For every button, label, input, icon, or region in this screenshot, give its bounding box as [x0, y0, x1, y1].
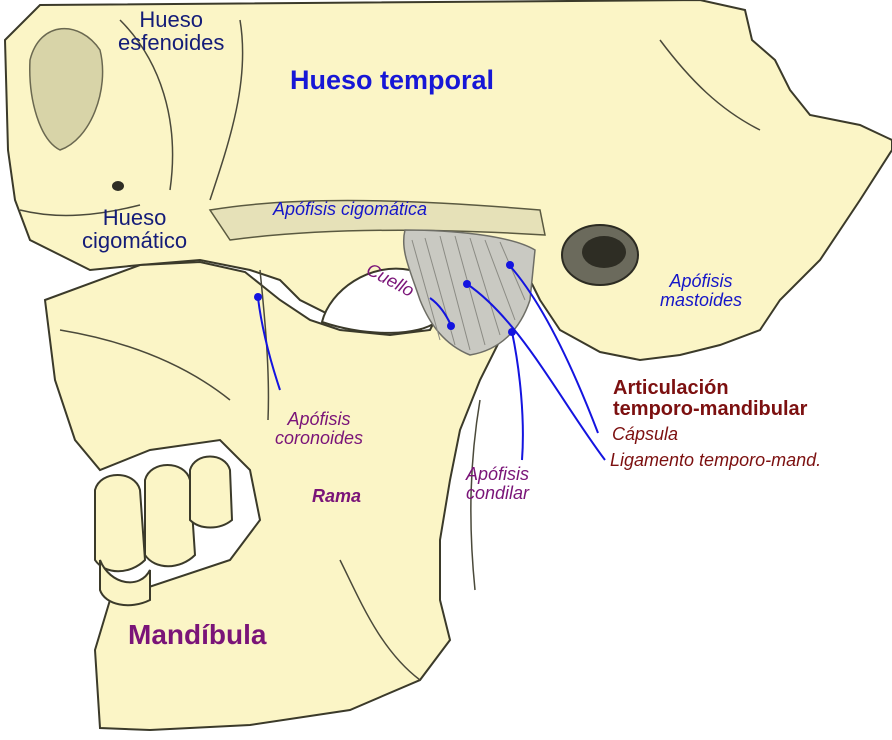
- label-hueso-esfenoides: Hueso esfenoides: [118, 8, 224, 54]
- label-apofisis-condilar-line2: condilar: [466, 484, 529, 503]
- label-articulacion-line1: Articulación: [613, 378, 807, 399]
- label-apofisis-coronoides-line2: coronoides: [275, 429, 363, 448]
- label-apofisis-mastoides: Apófisis mastoides: [660, 272, 742, 310]
- label-apofisis-condilar-line1: Apófisis: [466, 465, 529, 484]
- zygomatic-foramen: [112, 181, 124, 191]
- label-ligamento: Ligamento temporo-mand.: [610, 451, 821, 470]
- label-capsula: Cápsula: [612, 425, 678, 444]
- label-hueso-cigomatico-line1: Hueso: [82, 206, 187, 229]
- label-mandibula: Mandíbula: [128, 620, 266, 649]
- dot-condilar: [508, 328, 516, 336]
- dot-coronoides: [254, 293, 262, 301]
- label-hueso-temporal: Hueso temporal: [290, 66, 494, 94]
- dot-cuello: [447, 322, 455, 330]
- label-apofisis-coronoides: Apófisis coronoides: [275, 410, 363, 448]
- label-apofisis-cigomatica: Apófisis cigomática: [273, 200, 427, 219]
- label-hueso-esfenoides-line1: Hueso: [118, 8, 224, 31]
- dot-capsula: [506, 261, 514, 269]
- label-hueso-esfenoides-line2: esfenoides: [118, 31, 224, 54]
- label-apofisis-condilar: Apófisis condilar: [466, 465, 529, 503]
- label-hueso-cigomatico-line2: cigomático: [82, 229, 187, 252]
- meatus-inner: [582, 236, 626, 268]
- label-articulacion-line2: temporo-mandibular: [613, 399, 807, 420]
- label-apofisis-mastoides-line1: Apófisis: [660, 272, 742, 291]
- label-apofisis-coronoides-line1: Apófisis: [275, 410, 363, 429]
- label-apofisis-mastoides-line2: mastoides: [660, 291, 742, 310]
- leader-condilar: [512, 332, 523, 460]
- dot-ligamento: [463, 280, 471, 288]
- label-rama: Rama: [312, 487, 361, 506]
- label-articulacion-tm: Articulación temporo-mandibular: [613, 378, 807, 420]
- label-hueso-cigomatico: Hueso cigomático: [82, 206, 187, 252]
